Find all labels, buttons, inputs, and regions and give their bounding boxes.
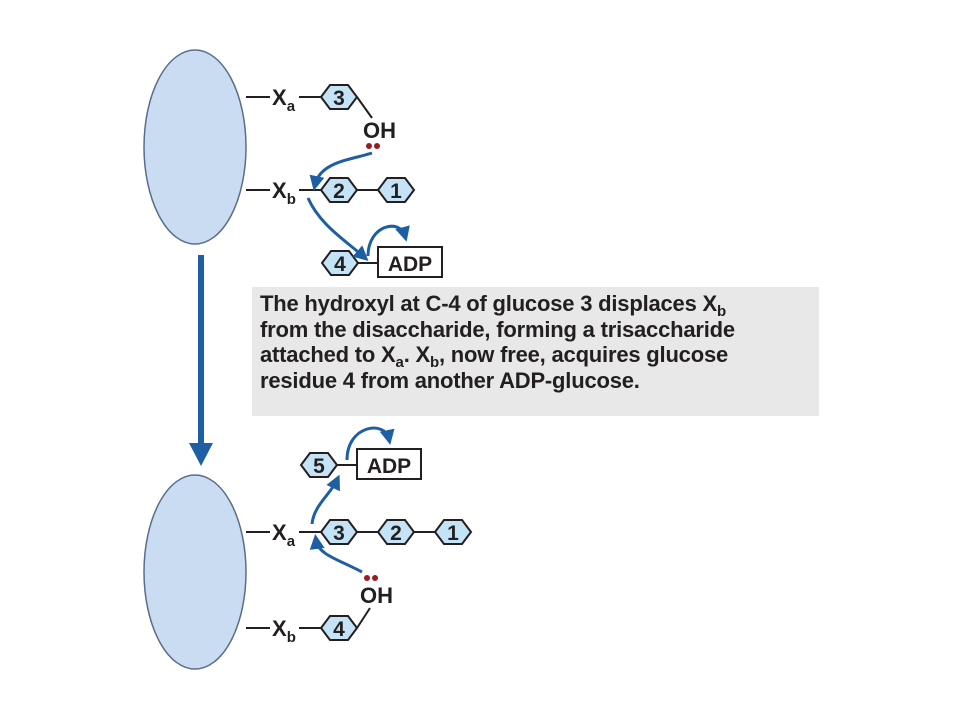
caption-line-3: attached to Xa. Xb, now free, acquires g… (260, 342, 729, 371)
bond-glucose4-oh-bottom (356, 607, 371, 629)
svg-text:3: 3 (333, 522, 345, 545)
electron-pair-dot-bottom-2 (372, 575, 378, 581)
arrow-oh-attack-top (309, 151, 373, 191)
bond-glucose3-oh-top (356, 96, 373, 119)
arrow-xa-to-glucose5 (310, 474, 340, 525)
glucose-residue-4-bottom: 4 (319, 615, 359, 641)
glucose-residue-4-incoming: 4 (320, 250, 360, 276)
caption-line-4: residue 4 from another ADP-glucose. (260, 367, 640, 393)
xa-label-bottom: Xa (272, 520, 296, 550)
glucose-residue-3-top: 3 (319, 84, 359, 110)
xa-label-top: Xa (272, 85, 296, 115)
svg-text:4: 4 (333, 618, 345, 641)
glucose-residue-3-bottom: 3 (319, 519, 359, 545)
transition-arrow-head (189, 443, 213, 466)
svg-text:2: 2 (390, 522, 402, 545)
enzyme-body-top (143, 49, 247, 245)
arrow-adp-release-bottom (345, 426, 395, 461)
svg-text:1: 1 (390, 180, 402, 203)
svg-text:1: 1 (447, 522, 459, 545)
arrow-adp-release-top (366, 224, 410, 257)
glucose-residue-2-bottom: 2 (376, 519, 416, 545)
adp-box-bottom: ADP (356, 448, 422, 480)
glucose-residue-2-top: 2 (319, 177, 359, 203)
adp-box-top: ADP (377, 246, 443, 278)
glucose-residue-1-top: 1 (376, 177, 416, 203)
caption-box: The hydroxyl at C-4 of glucose 3 displac… (252, 287, 819, 416)
xb-label-bottom: Xb (272, 616, 296, 646)
glucose-residue-1-bottom: 1 (433, 519, 473, 545)
svg-text:ADP: ADP (388, 253, 432, 276)
hydroxyl-label-bottom: OH (360, 583, 393, 608)
caption-line-2: from the disaccharide, forming a trisacc… (260, 316, 735, 342)
xb-label-top: Xb (272, 178, 296, 208)
svg-text:ADP: ADP (367, 455, 411, 478)
arrow-oh-attack-bottom (309, 534, 363, 574)
glucose-residue-5-incoming: 5 (299, 452, 339, 478)
caption-line-1: The hydroxyl at C-4 of glucose 3 displac… (260, 291, 726, 320)
svg-text:4: 4 (334, 253, 346, 276)
hydroxyl-label-top: OH (363, 118, 396, 143)
electron-pair-dot-bottom-1 (364, 575, 370, 581)
electron-pair-dot-top-2 (374, 143, 380, 149)
enzyme-body-bottom (143, 474, 247, 670)
svg-text:3: 3 (333, 87, 345, 110)
svg-text:2: 2 (333, 180, 345, 203)
electron-pair-dot-top-1 (366, 143, 372, 149)
svg-text:5: 5 (313, 455, 325, 478)
arrow-xb-release-top (306, 197, 369, 261)
